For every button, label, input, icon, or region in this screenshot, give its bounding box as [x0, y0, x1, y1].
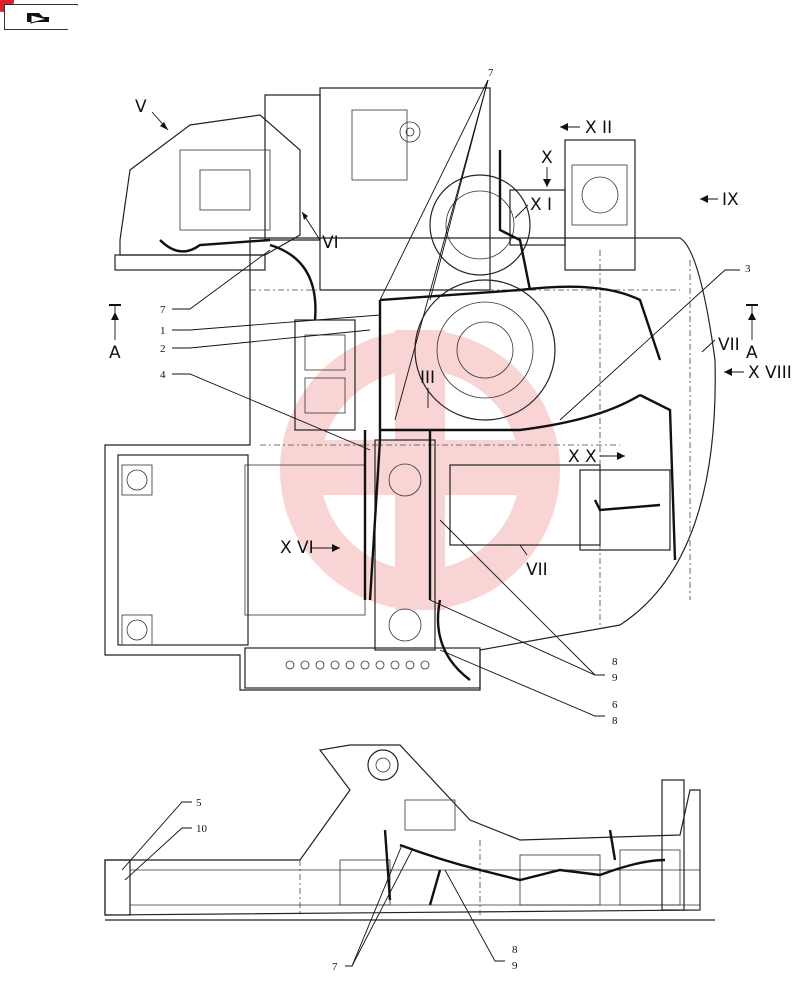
- view-label: X I: [530, 195, 552, 215]
- callout-number: 3: [745, 263, 751, 275]
- section-label: A: [746, 343, 758, 363]
- callout-number: 9: [512, 960, 518, 972]
- callout-number: 8: [612, 656, 618, 668]
- watermark-logo: [280, 330, 560, 610]
- side-view: [104, 744, 715, 921]
- view-label: VII: [526, 560, 548, 580]
- callout-number: 6: [612, 699, 618, 711]
- callout-number: 10: [196, 823, 208, 835]
- callout-number: 8: [612, 715, 618, 727]
- callout-number: 7: [488, 67, 494, 79]
- callout-number: 5: [196, 797, 202, 809]
- view-label: X VI: [280, 538, 314, 558]
- callout-number: 4: [160, 369, 166, 381]
- view-label: X X: [568, 447, 597, 467]
- page-return-icon: [27, 13, 49, 24]
- callout-number: 2: [160, 343, 166, 355]
- view-labels-top: V VI X II X X I IX A A VII X VIII III X …: [109, 97, 792, 580]
- callout-number: 9: [612, 672, 618, 684]
- view-label: IX: [722, 190, 739, 210]
- view-label: X VIII: [748, 363, 792, 383]
- callout-number: 1: [160, 325, 166, 337]
- view-label: X: [541, 148, 553, 168]
- top-view: [104, 87, 716, 691]
- callout-number: 8: [512, 944, 518, 956]
- callout-number: 7: [332, 961, 338, 973]
- callout-number: 7: [160, 304, 166, 316]
- view-label: III: [420, 368, 435, 388]
- view-label: VII: [718, 335, 740, 355]
- callouts-bottom: 5 10 7 8 9: [121, 797, 518, 973]
- callouts-top: 7 7 1 2 4 3 8 9 6 8: [160, 67, 751, 727]
- section-label: A: [109, 343, 121, 363]
- view-label: VI: [322, 233, 339, 253]
- view-label: V: [135, 97, 147, 117]
- view-label: X II: [585, 118, 612, 138]
